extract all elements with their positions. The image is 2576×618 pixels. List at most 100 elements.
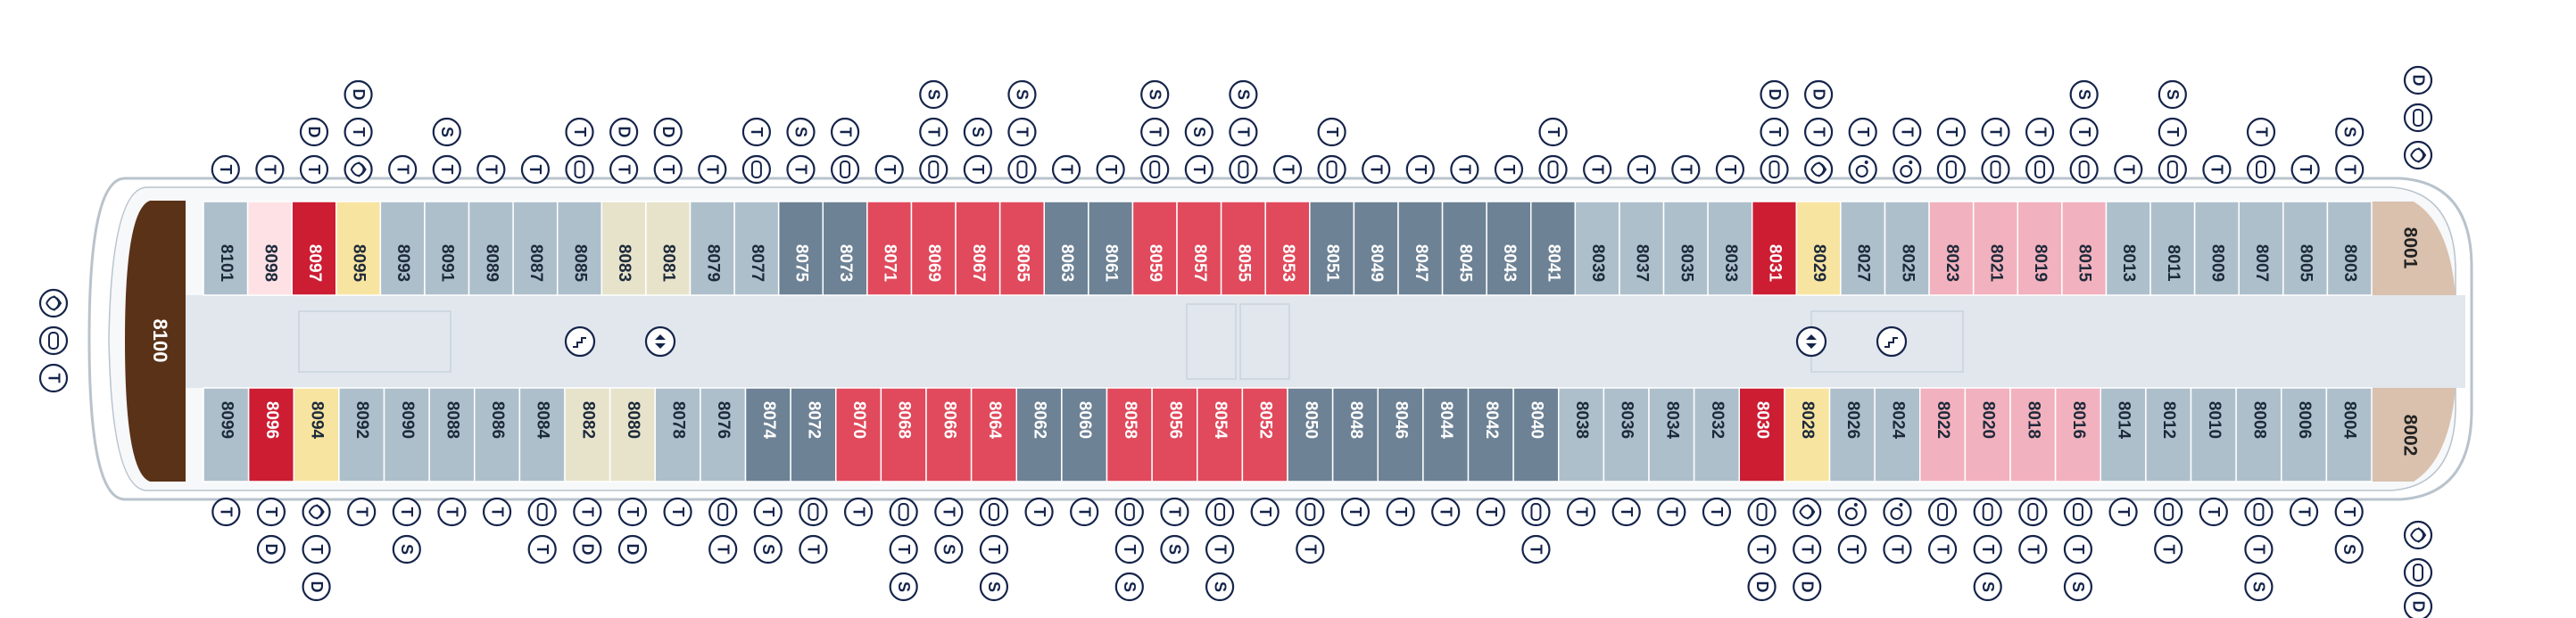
cabin-8075 [777, 201, 824, 296]
cabin-label-8056: 8056 [1165, 401, 1184, 439]
cabin-label-8029: 8029 [1810, 244, 1828, 282]
cabin-label-8047: 8047 [1412, 244, 1430, 282]
sofa-bed-icon: S [934, 534, 964, 564]
svg-text:T: T [925, 128, 943, 137]
svg-text:T: T [624, 507, 642, 517]
svg-text:S: S [2340, 127, 2358, 137]
svg-text:T: T [2208, 165, 2226, 175]
bathtub-icon [741, 154, 771, 185]
sofa-bed-icon: S [1160, 534, 1189, 564]
cabin-8077 [733, 201, 780, 296]
svg-text:T: T [262, 507, 280, 517]
cabin-label-8065: 8065 [1013, 244, 1031, 283]
twin-beds-icon: T [1450, 154, 1479, 185]
cabin-label-8090: 8090 [398, 401, 417, 439]
svg-text:T: T [2340, 165, 2358, 175]
svg-text:T: T [1934, 545, 1951, 555]
twin-beds-icon: T [979, 534, 1009, 564]
svg-text:T: T [534, 545, 551, 555]
sofa-bed-icon: S [392, 534, 421, 564]
svg-text:T: T [393, 165, 411, 175]
twin-beds-icon: T [786, 154, 816, 185]
cabin-label-8062: 8062 [1031, 401, 1049, 439]
twin-beds-icon: T [919, 117, 948, 147]
twin-beds-icon: T [663, 497, 692, 527]
twin-beds-icon: T [1205, 534, 1235, 564]
bathtub-icon [2063, 497, 2093, 527]
svg-text:T: T [1979, 545, 1997, 555]
cabin-8001 [2372, 202, 2456, 295]
double-bed-icon: D [653, 117, 683, 147]
svg-text:T: T [1708, 507, 1726, 517]
svg-text:T: T [1528, 545, 1545, 555]
svg-text:T: T [1014, 128, 1031, 137]
cabin-label-8068: 8068 [895, 401, 914, 439]
twin-beds-icon: T [1837, 534, 1867, 564]
twin-beds-icon: T [255, 154, 285, 185]
svg-text:T: T [805, 545, 823, 555]
svg-text:T: T [350, 128, 368, 137]
bathtub-icon [38, 325, 69, 356]
svg-text:T: T [2025, 545, 2042, 555]
svg-text:T: T [1766, 128, 1784, 137]
svg-text:S: S [940, 544, 958, 555]
cabin-label-8036: 8036 [1618, 401, 1636, 439]
cabin-label-8027: 8027 [1854, 244, 1873, 282]
twin-beds-icon: T [344, 117, 373, 147]
twin-beds-icon: T [2334, 497, 2364, 527]
twin-beds-icon: T [2114, 154, 2143, 185]
svg-text:T: T [2295, 507, 2313, 517]
cabin-8039 [1574, 201, 1620, 296]
sofa-bed-icon: S [786, 117, 816, 147]
cabin-8031 [1751, 201, 1798, 296]
twin-beds-icon: T [1671, 154, 1701, 185]
svg-text:T: T [985, 545, 1003, 555]
svg-text:S: S [1211, 581, 1229, 592]
twin-beds-icon: T [1583, 154, 1612, 185]
cabin-label-8061: 8061 [1102, 244, 1121, 283]
cabin-8036 [1603, 387, 1650, 482]
cabin-label-8037: 8037 [1633, 244, 1652, 282]
cabin-8074 [744, 387, 791, 482]
twin-beds-icon: T [437, 497, 467, 527]
svg-text:T: T [1323, 128, 1341, 137]
svg-text:S: S [2069, 581, 2087, 592]
sofa-bed-icon: S [432, 117, 461, 147]
spa-icon [38, 288, 69, 318]
cabin-label-8084: 8084 [534, 401, 552, 440]
bathtub-icon [919, 154, 948, 185]
svg-text:T: T [1456, 165, 1474, 175]
cabin-8014 [2100, 387, 2147, 482]
bathtub-icon [2246, 154, 2276, 185]
svg-text:T: T [2119, 165, 2137, 175]
svg-text:T: T [1190, 165, 1208, 175]
elevator-icon [644, 325, 676, 358]
cabin-label-8026: 8026 [1843, 401, 1862, 439]
cabin-label-8080: 8080 [624, 401, 642, 439]
bathtub-icon [1317, 154, 1346, 185]
svg-text:T: T [45, 374, 62, 383]
svg-text:T: T [218, 507, 236, 517]
bathtub-icon [889, 497, 918, 527]
cabin-label-8016: 8016 [2069, 401, 2088, 439]
svg-text:S: S [759, 544, 777, 555]
bathtub-icon [1229, 154, 1258, 185]
twin-beds-icon: T [211, 497, 241, 527]
svg-text:S: S [2250, 581, 2268, 592]
cabin-8084 [518, 387, 566, 482]
sofa-bed-icon: S [2334, 534, 2364, 564]
cabin-8062 [1015, 387, 1063, 482]
twin-beds-icon: T [2244, 534, 2274, 564]
bathtub-icon [2069, 154, 2099, 185]
svg-text:T: T [2031, 128, 2049, 137]
bathtub-icon [565, 154, 594, 185]
svg-text:S: S [398, 544, 416, 555]
cabin-8011 [2149, 201, 2196, 296]
svg-text:T: T [2164, 128, 2182, 137]
svg-text:S: S [1235, 89, 1253, 100]
svg-text:T: T [308, 545, 326, 555]
cabin-label-8096: 8096 [262, 401, 281, 439]
svg-text:T: T [969, 165, 987, 175]
cabin-label-8002: 8002 [2399, 415, 2420, 457]
cabin-8059 [1131, 201, 1178, 296]
